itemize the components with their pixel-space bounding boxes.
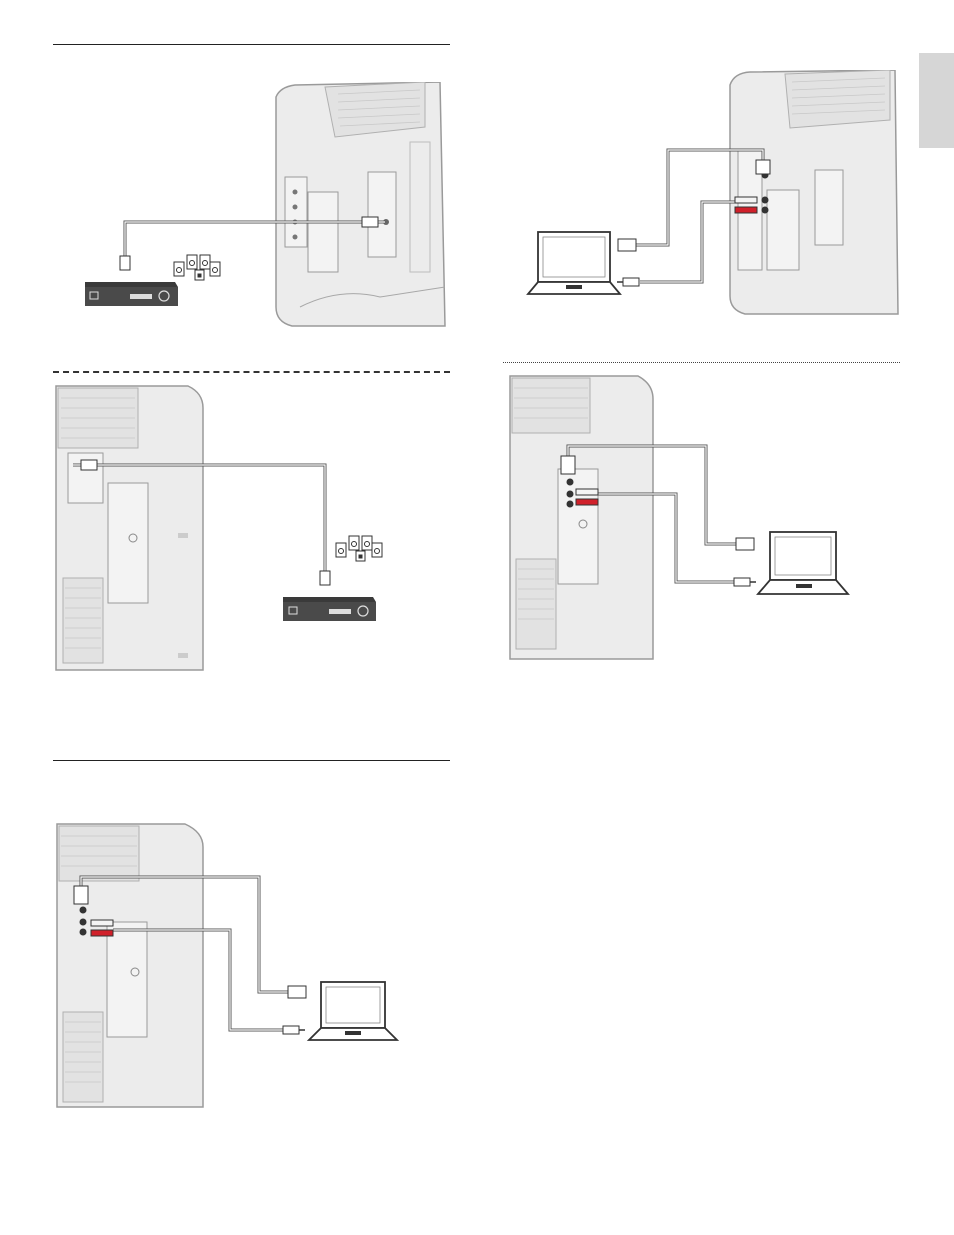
tv-back-panel-icon [510,376,653,659]
figure-tv-to-receiver [80,82,450,332]
hdmi-plug-icon [736,538,754,550]
laptop-icon [758,532,848,594]
language-section-tab [919,53,954,148]
laptop-icon [528,232,620,294]
figure-tv-to-receiver-side [53,383,393,673]
figure-pc-to-tv-bottom-left [55,822,415,1112]
section-rule-dashed-left [53,371,450,373]
hdmi-plug-icon [288,986,306,998]
av-receiver-icon [85,282,178,306]
audio-jack-plug-icon [734,578,756,586]
tv-back-panel-icon [730,70,898,314]
av-receiver-icon [283,597,376,621]
section-rule-dotted-right [503,362,900,363]
speakers-icon [336,536,382,561]
laptop-icon [309,982,397,1040]
figure-pc-to-tv-top [520,70,900,320]
tv-back-panel-icon [57,824,203,1107]
figure-pc-to-tv-side-right [508,374,858,664]
audio-jack-plug-icon [617,278,639,286]
tv-back-panel-icon [56,386,203,670]
section-rule-top-left [53,44,450,45]
speakers-icon [174,255,220,280]
audio-jack-plug-icon [283,1026,305,1034]
tv-back-panel-icon [276,82,445,326]
hdmi-plug-icon [618,239,636,251]
section-rule-bottom-left [53,760,450,761]
